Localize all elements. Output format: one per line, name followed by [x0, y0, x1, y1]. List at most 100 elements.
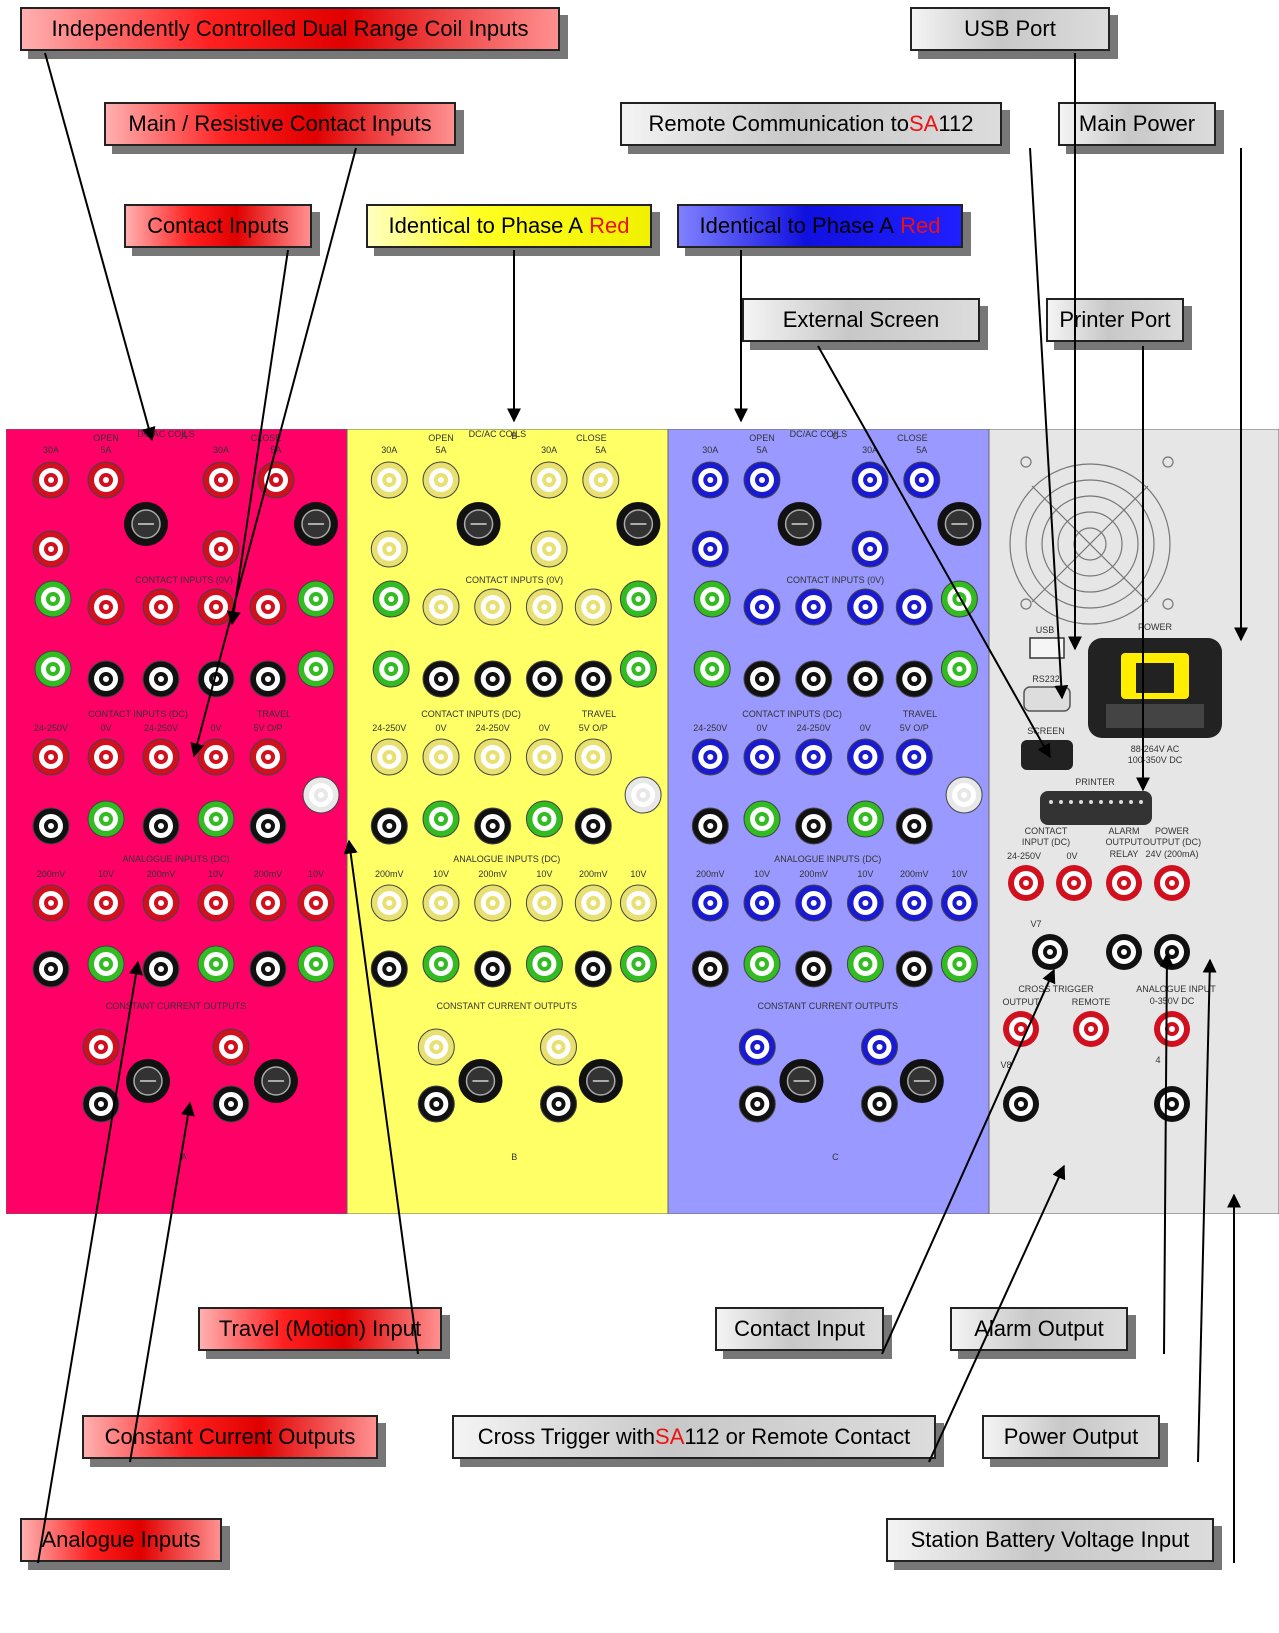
contact-input-jack — [87, 588, 125, 626]
panel-label: 10V — [857, 869, 873, 879]
dc-contact-jack — [32, 738, 70, 776]
dc-contact-jack — [574, 738, 612, 776]
ground-jack — [197, 945, 235, 983]
dc-return-jack — [895, 807, 933, 845]
ground-jack — [743, 800, 781, 838]
power-output-jack — [1154, 865, 1190, 901]
ground-jack — [846, 945, 884, 983]
callout-power-output: Power Output — [982, 1415, 1160, 1459]
coil-fuse — [456, 502, 501, 546]
close-label: CLOSE — [251, 433, 282, 443]
coil-open-5a-jack — [422, 461, 460, 499]
callout-constant-current: Constant Current Outputs — [82, 1415, 378, 1459]
close-label: CLOSE — [897, 433, 928, 443]
coil-close-common-jack — [202, 530, 240, 568]
analogue-input-jack — [1154, 1011, 1190, 1047]
cc-return-jack — [417, 1085, 455, 1123]
dc-contact-jack — [691, 738, 729, 776]
coil-close-5a-jack — [582, 461, 620, 499]
usb-port — [1029, 637, 1065, 659]
svg-text:24-250V: 24-250V — [1007, 851, 1041, 861]
cc-fuse — [126, 1059, 170, 1103]
contact-input-jack — [197, 588, 235, 626]
ccout-label: CONSTANT CURRENT OUTPUTS — [758, 1001, 899, 1011]
panel-label: 10V — [98, 869, 114, 879]
dc-contact-jack — [142, 738, 180, 776]
analogue-input-jack — [32, 884, 70, 922]
cc-fuse — [458, 1059, 503, 1103]
panel-label: 5A — [100, 445, 111, 455]
ground-jack — [846, 800, 884, 838]
phase-letter: B — [511, 431, 517, 441]
ground-jack — [422, 800, 460, 838]
open-label: OPEN — [428, 433, 454, 443]
svg-text:V7: V7 — [1030, 919, 1041, 929]
dc-contact-jack — [895, 738, 933, 776]
coil-close-5a-jack — [903, 461, 941, 499]
cc-output-jack — [82, 1028, 120, 1066]
svg-text:4: 4 — [1155, 1055, 1160, 1065]
contact-ov-label: CONTACT INPUTS (0V) — [786, 575, 884, 585]
dc-return-jack — [691, 807, 729, 845]
cc-return-jack — [212, 1085, 250, 1123]
coil-close-common-jack — [851, 530, 889, 568]
ground-jack — [525, 800, 563, 838]
dc-return-jack — [795, 807, 833, 845]
panel-label: 0V — [210, 723, 221, 733]
panel-label: 5V O/P — [579, 723, 608, 733]
coil-fuse — [616, 502, 661, 546]
contact-ov-label: CONTACT INPUTS (0V) — [135, 575, 233, 585]
callout-external-screen: External Screen — [742, 298, 980, 342]
open-label: OPEN — [93, 433, 119, 443]
svg-text:ALARM: ALARM — [1108, 826, 1139, 836]
coil-open-common-jack — [370, 530, 408, 568]
contact-input-jack — [142, 588, 180, 626]
analogue-return-jack — [574, 950, 612, 988]
coil-close-common-jack — [530, 530, 568, 568]
contact-return-jack — [87, 660, 125, 698]
analogue-input-jack — [249, 884, 287, 922]
coils-label: DC/AC COILS — [137, 429, 195, 439]
panel-label: 0V — [756, 723, 767, 733]
panel-label: 200mV — [254, 869, 283, 879]
phase-letter: A — [181, 431, 187, 441]
ground-jack — [619, 650, 657, 688]
dc-return-jack — [142, 807, 180, 845]
contact-return-jack — [743, 660, 781, 698]
analogue-input-jack — [940, 884, 978, 922]
ground-jack — [87, 945, 125, 983]
cc-return-jack — [82, 1085, 120, 1123]
svg-text:V8: V8 — [1000, 1060, 1011, 1070]
analogue-input-jack — [422, 884, 460, 922]
cc-fuse — [899, 1059, 944, 1103]
cc-output-jack — [861, 1028, 898, 1066]
ground-jack — [87, 800, 125, 838]
panel-label: 200mV — [147, 869, 176, 879]
contact-ov-label: CONTACT INPUTS (0V) — [465, 575, 563, 585]
coil-fuse — [294, 502, 338, 546]
svg-text:OUTPUT: OUTPUT — [1106, 837, 1144, 847]
power-label: POWER — [1138, 622, 1173, 632]
panel-label: 200mV — [696, 869, 725, 879]
close-label: CLOSE — [576, 433, 607, 443]
contact-input-jack — [525, 588, 563, 626]
dc-contact-jack — [249, 738, 287, 776]
aux-contact-return-jack — [1032, 934, 1068, 970]
cc-return-jack — [861, 1085, 898, 1123]
analogue-return-jack — [474, 950, 512, 988]
svg-text:POWER: POWER — [1155, 826, 1190, 836]
travel-input-jack — [624, 776, 662, 814]
cc-fuse — [578, 1059, 623, 1103]
dc-return-jack — [370, 807, 408, 845]
cross-trigger-remote-jack — [1073, 1011, 1109, 1047]
svg-text:CONTACT: CONTACT — [1025, 826, 1068, 836]
travel-label: TRAVEL — [903, 709, 937, 719]
svg-text:0-350V DC: 0-350V DC — [1150, 996, 1195, 1006]
panel-label: 30A — [862, 445, 878, 455]
callout-printer-port: Printer Port — [1046, 298, 1184, 342]
coils-label: DC/AC COILS — [469, 429, 527, 439]
contact-input-jack — [249, 588, 287, 626]
phase-letter: B — [511, 1152, 517, 1162]
aux-contact-input-jack — [1008, 865, 1044, 901]
ground-jack — [940, 945, 978, 983]
